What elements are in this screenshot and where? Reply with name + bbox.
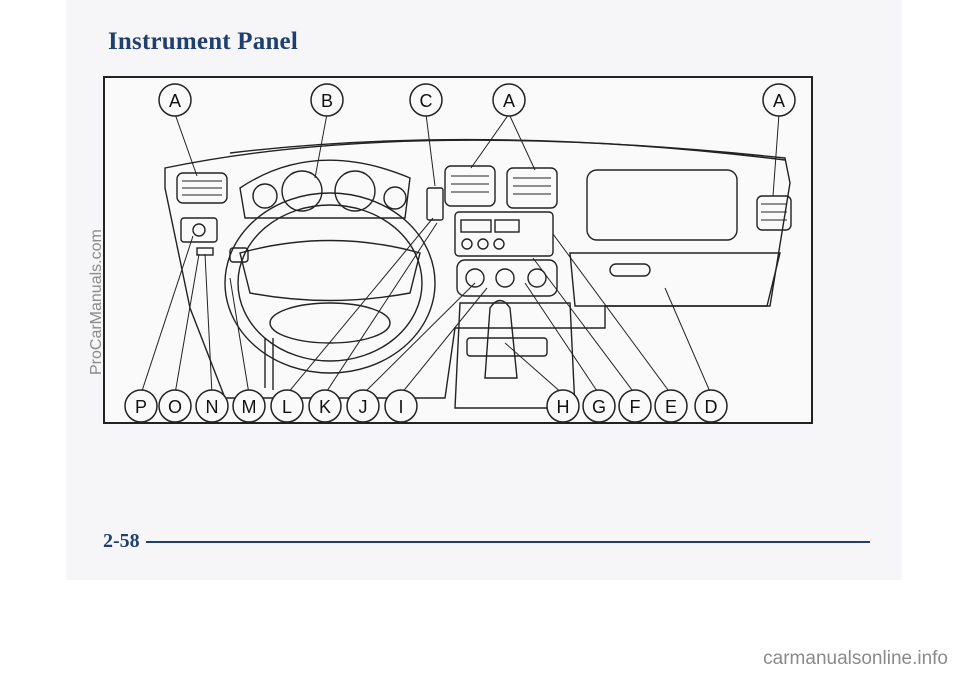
callout-bottom-i-7: I	[384, 389, 418, 422]
climate-controls	[456, 259, 558, 297]
right-vent	[756, 195, 792, 231]
callout-label: L	[282, 397, 292, 417]
center-vent-left	[444, 165, 496, 207]
callout-label: B	[321, 91, 333, 111]
callout-label: P	[135, 397, 147, 417]
callout-circle	[195, 389, 229, 422]
callout-label: A	[169, 91, 181, 111]
leader-lines	[140, 113, 780, 395]
callout-circle	[546, 389, 580, 422]
callout-circle	[618, 389, 652, 422]
instrument-cluster	[239, 159, 411, 219]
callout-label: A	[503, 91, 515, 111]
callout-label: M	[242, 397, 257, 417]
callout-circle	[346, 389, 380, 422]
callout-circle	[310, 83, 344, 117]
steering-wheel-hub	[239, 239, 421, 302]
callout-bottom-e-11: E	[654, 389, 688, 422]
callout-bottom-l-4: L	[270, 389, 304, 422]
callout-bottom-m-3: M	[232, 389, 266, 422]
callout-circle	[158, 389, 192, 422]
callout-bottom-f-10: F	[618, 389, 652, 422]
cluster-switch	[426, 187, 444, 221]
callout-circle	[582, 389, 616, 422]
callout-label: F	[630, 397, 641, 417]
callout-circle	[384, 389, 418, 422]
footer-watermark: carmanualsonline.info	[763, 648, 948, 669]
callout-bottom-g-9: G	[582, 389, 616, 422]
radio	[454, 211, 554, 257]
callout-label: G	[592, 397, 606, 417]
callout-circle	[158, 83, 192, 117]
callout-bottom-k-5: K	[308, 389, 342, 422]
callout-bottom-n-2: N	[195, 389, 229, 422]
callout-circle	[694, 389, 728, 422]
callout-top-a-0: A	[158, 83, 192, 117]
callout-bottom-o-1: O	[158, 389, 192, 422]
center-vent-right	[506, 167, 558, 209]
callout-label: O	[168, 397, 182, 417]
left-vent	[176, 172, 228, 204]
callout-circle	[654, 389, 688, 422]
callout-label: K	[319, 397, 331, 417]
callout-label: N	[206, 397, 219, 417]
callout-label: I	[398, 397, 403, 417]
callout-circle	[308, 389, 342, 422]
callout-circle	[270, 389, 304, 422]
side-watermark: ProCarManuals.com	[88, 229, 105, 375]
callout-label: J	[359, 397, 368, 417]
page-number: 2-58	[103, 530, 140, 552]
glove-box-upper	[586, 169, 738, 241]
callout-bottom-p-0: P	[124, 389, 158, 422]
callout-circle	[409, 83, 443, 117]
callout-label: A	[773, 91, 785, 111]
callout-top-c-2: C	[409, 83, 443, 117]
callout-bottom-j-6: J	[346, 389, 380, 422]
callout-label: D	[705, 397, 718, 417]
callout-label: E	[665, 397, 677, 417]
headlamp-switch	[180, 217, 218, 243]
callout-label: C	[420, 91, 433, 111]
glove-box-handle	[609, 263, 651, 277]
callout-top-a-4: A	[762, 83, 796, 117]
instrument-panel-illustration: A B C A A P O N M L K J I H G F E D	[124, 83, 796, 422]
callout-circle	[492, 83, 526, 117]
callout-circle	[124, 389, 158, 422]
gear-shifter	[484, 299, 518, 379]
steering-wheel	[224, 192, 436, 374]
callout-label: H	[557, 397, 570, 417]
callout-bottom-d-12: D	[694, 389, 728, 422]
callout-top-b-1: B	[310, 83, 344, 117]
page-title: Instrument Panel	[108, 28, 299, 55]
footer-rule	[146, 541, 870, 543]
callout-circle	[762, 83, 796, 117]
callout-bottom-h-8: H	[546, 389, 580, 422]
instrument-panel-figure: A B C A A P O N M L K J I H G F E D	[103, 76, 813, 424]
callout-top-a-3: A	[492, 83, 526, 117]
callout-circle	[232, 389, 266, 422]
dashboard-top-edge	[229, 138, 786, 161]
glove-box	[569, 252, 781, 307]
